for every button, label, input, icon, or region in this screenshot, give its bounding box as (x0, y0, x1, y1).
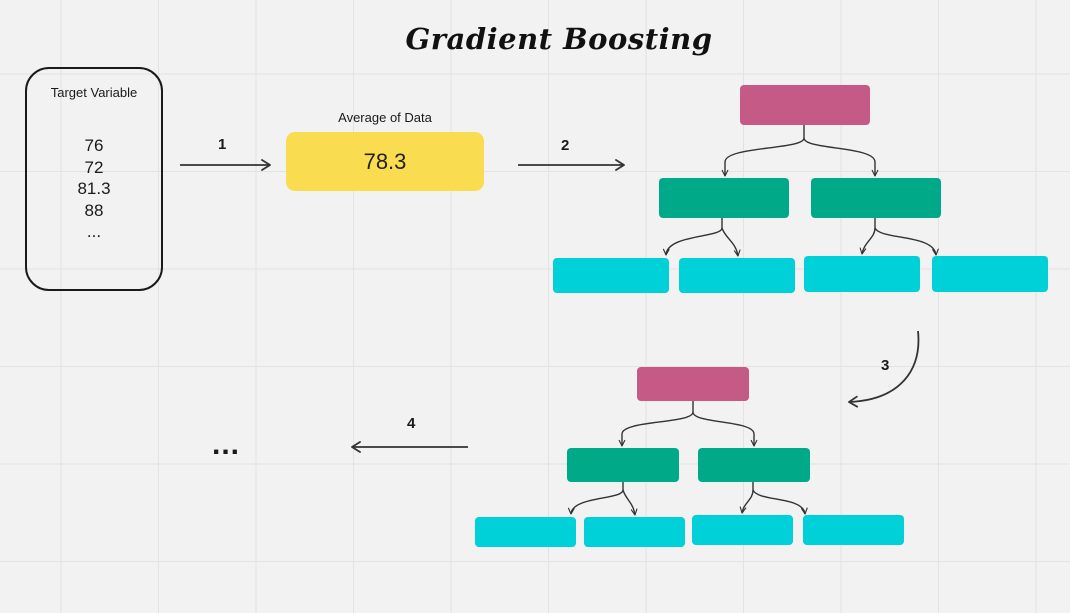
target-value: ... (86, 222, 102, 241)
tree1-leaf-node (679, 258, 795, 293)
target-variable-box: Target Variable 76 72 81.3 88 ... (25, 67, 163, 291)
tree2-leaf-node (803, 515, 904, 545)
tree1-leaf-node (932, 256, 1048, 292)
target-value: 88 (84, 200, 104, 220)
decision-tree-2 (475, 367, 904, 547)
step-label-4: 4 (407, 415, 416, 432)
tree1-internal-node (811, 178, 941, 218)
step-label-2: 2 (561, 137, 570, 154)
decision-tree-1 (553, 85, 1048, 293)
step-label-3: 3 (881, 357, 890, 374)
target-values-list: 76 72 81.3 88 ... (27, 135, 161, 243)
diagram-title: Gradient Boosting (405, 22, 713, 56)
step-label-1: 1 (218, 136, 227, 153)
tree2-internal-node (567, 448, 679, 482)
continuation-ellipsis: ... (212, 428, 241, 461)
tree2-root-node (637, 367, 749, 401)
average-label: Average of Data (338, 110, 432, 125)
average-value: 78.3 (363, 148, 407, 174)
target-value: 72 (84, 157, 104, 177)
average-value-box: 78.3 (286, 132, 484, 191)
tree2-leaf-node (692, 515, 793, 545)
tree1-root-node (740, 85, 870, 125)
target-variable-label: Target Variable (50, 85, 138, 100)
tree1-leaf-node (804, 256, 920, 292)
target-value: 76 (84, 136, 104, 155)
tree2-leaf-node (475, 517, 576, 547)
tree1-leaf-node (553, 258, 669, 293)
target-value: 81.3 (77, 179, 111, 198)
tree2-leaf-node (584, 517, 685, 547)
tree1-internal-node (659, 178, 789, 218)
tree2-internal-node (698, 448, 810, 482)
arrow-step-3 (848, 330, 920, 408)
